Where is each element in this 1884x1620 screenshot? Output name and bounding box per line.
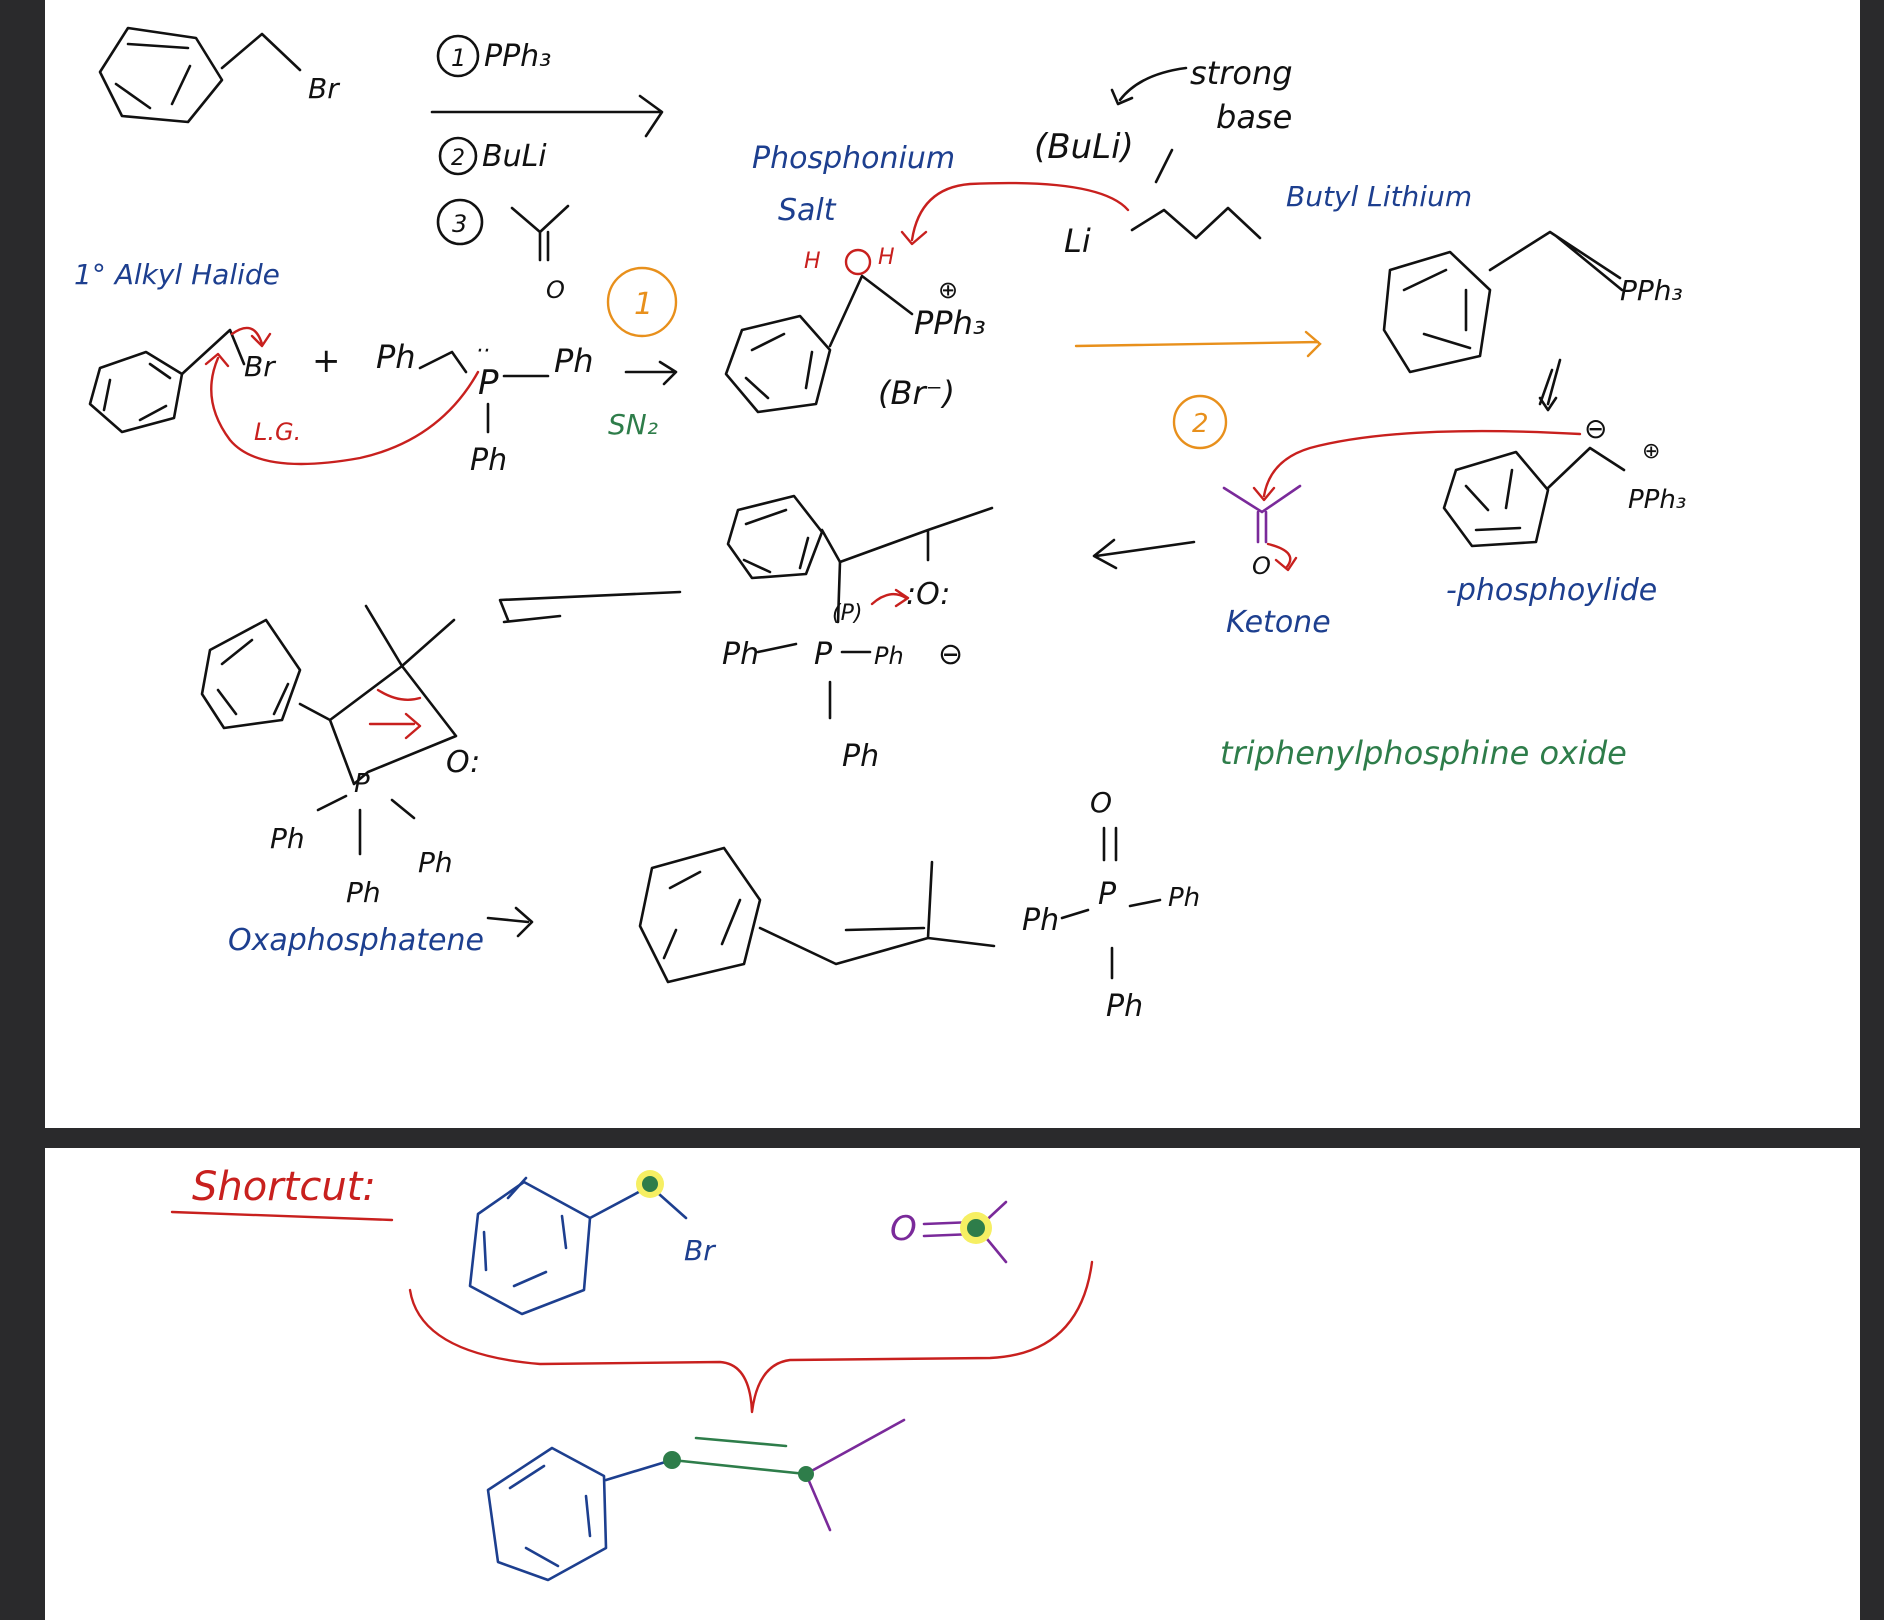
shortcut-br: Br bbox=[684, 1234, 716, 1267]
green-dot-co bbox=[967, 1219, 985, 1237]
reagent-buli: BuLi bbox=[482, 139, 547, 174]
tppo-p: P bbox=[1098, 877, 1117, 912]
bromine-label: Br bbox=[308, 72, 340, 105]
arrow-to-betaine bbox=[1092, 538, 1196, 570]
p-atom: P bbox=[478, 363, 499, 403]
circle-1 bbox=[436, 34, 480, 78]
betaine: :O: ⊖ (P) Ph P Ph Ph bbox=[498, 494, 994, 774]
tppo-o: O bbox=[1090, 786, 1112, 819]
p-lone-pair: ·· bbox=[476, 339, 490, 364]
circle-3-label: 3 bbox=[452, 210, 467, 238]
page-bottom bbox=[45, 1148, 1860, 1620]
plus-charge: ⊕ bbox=[938, 276, 958, 304]
betaine-ph-left: Ph bbox=[722, 637, 759, 672]
h-right: H bbox=[878, 245, 895, 270]
acetone-drawing bbox=[510, 204, 570, 262]
brace bbox=[408, 1260, 1094, 1414]
step-1-badge bbox=[606, 266, 678, 338]
base-label: base bbox=[1216, 98, 1292, 136]
ph-left: Ph bbox=[376, 338, 416, 376]
phosphonium-label: Phosphonium bbox=[752, 141, 955, 176]
shortcut-title: Shortcut: bbox=[192, 1164, 376, 1210]
ph-right: Ph bbox=[554, 342, 594, 380]
buli-paren: (BuLi) bbox=[1034, 127, 1134, 167]
ylide-minus: ⊖ bbox=[1584, 412, 1607, 445]
salt-pph3: PPh₃ bbox=[914, 304, 986, 342]
reagent-pph3: PPh₃ bbox=[484, 39, 551, 74]
oxa-o: O: bbox=[446, 745, 480, 780]
green-dot-alkene-left bbox=[663, 1451, 681, 1469]
circle-2 bbox=[438, 136, 478, 176]
li-label: Li bbox=[1064, 222, 1091, 260]
bromide-counterion: (Br⁻) bbox=[878, 374, 955, 412]
ylide-plus: ⊕ bbox=[1642, 439, 1660, 464]
arrow-to-product bbox=[486, 906, 534, 938]
oxa-ph-left: Ph bbox=[270, 822, 305, 855]
circle-2-label: 2 bbox=[451, 146, 465, 171]
h-left: H bbox=[804, 249, 821, 274]
plus-sign: + bbox=[312, 341, 341, 381]
oxaphosphetane: O: P Ph Ph Ph Oxaphosphatene bbox=[200, 604, 534, 958]
acetone-o: O bbox=[546, 276, 565, 304]
sn2-label: SN₂ bbox=[608, 408, 658, 441]
benzyl-bromide-top: Br bbox=[98, 26, 340, 124]
ylide-pph3-top: PPh₃ bbox=[1620, 274, 1683, 307]
betaine-p-plus: (P) bbox=[832, 601, 862, 626]
betaine-ph-bottom: Ph bbox=[842, 739, 879, 774]
green-dot-alkene-right bbox=[798, 1466, 814, 1482]
oxa-name: Oxaphosphatene bbox=[228, 923, 484, 958]
ylide-pph3-bottom: PPh₃ bbox=[1628, 485, 1686, 515]
phosphonium-salt: Phosphonium Salt H H ⊕ PPh₃ (Br⁻) bbox=[724, 141, 986, 414]
oxa-ph-bottom: Ph bbox=[346, 876, 381, 909]
step-2-badge-label: 2 bbox=[1192, 409, 1209, 439]
sn2-br: Br bbox=[244, 350, 276, 383]
ketone: O Ketone bbox=[1092, 484, 1331, 640]
betaine-p: P bbox=[814, 637, 833, 672]
betaine-ph-right: Ph bbox=[874, 642, 904, 670]
step-1-badge-label: 1 bbox=[634, 287, 653, 322]
arrow-to-ylide bbox=[1074, 330, 1322, 358]
tppo-ph-left: Ph bbox=[1022, 903, 1059, 938]
arrow-to-oxaphosphetane bbox=[498, 590, 682, 624]
ylide-name: -phosphoylide bbox=[1446, 573, 1657, 608]
oxa-ph-right: Ph bbox=[418, 846, 453, 879]
alkyl-halide-label: 1° Alkyl Halide bbox=[74, 258, 280, 291]
tppo-name: triphenylphosphine oxide bbox=[1220, 734, 1627, 772]
tppo-ph-right: Ph bbox=[1168, 883, 1200, 913]
leaving-group-label: L.G. bbox=[254, 418, 301, 446]
green-dot-ch2 bbox=[642, 1176, 658, 1192]
phosphonium-ylide: PPh₃ 2 ⊖ ⊕ PPh₃ -phosphoylide bbox=[1172, 230, 1686, 608]
strong-label: strong bbox=[1190, 54, 1293, 92]
shortcut-o: O bbox=[890, 1209, 917, 1249]
ketone-o: O bbox=[1252, 552, 1271, 580]
ph-bottom: Ph bbox=[470, 443, 507, 478]
butyl-lithium-label: Butyl Lithium bbox=[1286, 180, 1472, 213]
triphenylphosphine-oxide: triphenylphosphine oxide O Ph P Ph Ph bbox=[1022, 734, 1627, 1024]
betaine-o: :O: bbox=[906, 577, 950, 612]
alkene-product bbox=[638, 846, 996, 984]
ketone-name: Ketone bbox=[1226, 605, 1331, 640]
tppo-ph-bottom: Ph bbox=[1106, 989, 1143, 1024]
circle-3 bbox=[436, 198, 484, 246]
strong-base-note: strong base (BuLi) Li Butyl Lithium bbox=[900, 54, 1472, 260]
sn2-step: 1° Alkyl Halide Br + L.G. Ph ·· P Ph Ph … bbox=[74, 258, 678, 478]
shortcut-section: Shortcut: Br O bbox=[170, 1164, 1094, 1582]
circle-1-label: 1 bbox=[451, 44, 466, 72]
betaine-o-minus: ⊖ bbox=[938, 637, 963, 672]
step-2-badge bbox=[1172, 394, 1228, 450]
oxa-p: P bbox=[354, 769, 370, 799]
reagent-list: 1 PPh₃ 2 BuLi 3 O bbox=[430, 34, 664, 304]
salt-label: Salt bbox=[778, 193, 837, 228]
